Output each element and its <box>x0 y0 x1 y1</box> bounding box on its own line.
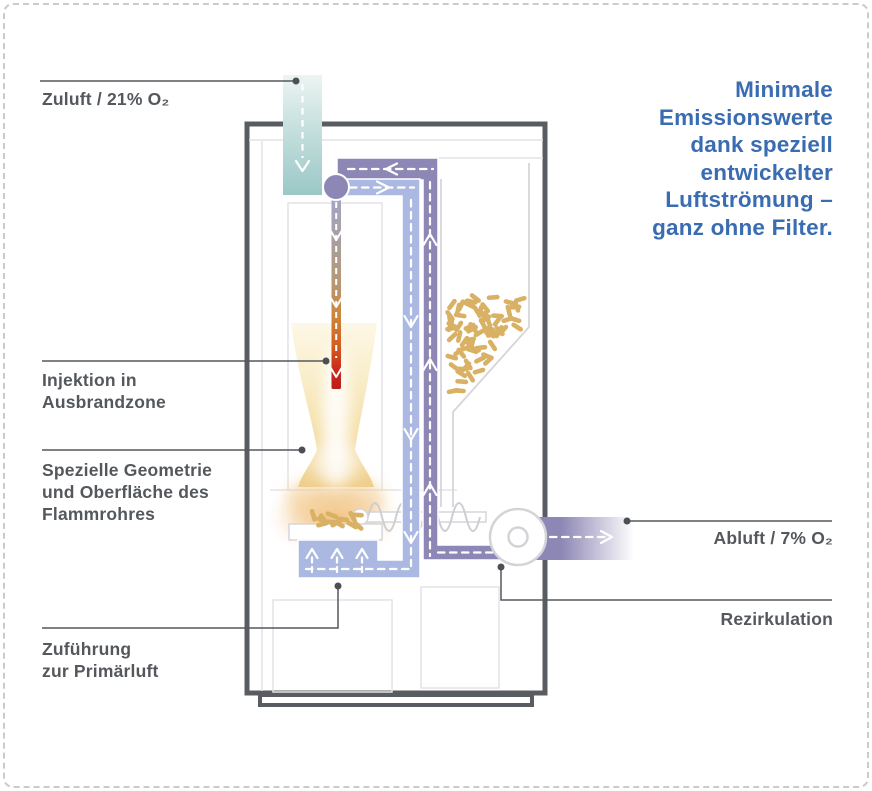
recirculation-flow-arrows <box>346 162 614 558</box>
primaerluft-label: Zuführung zur Primärluft <box>42 639 159 681</box>
mixed-air-flow-arrows <box>304 180 419 574</box>
injection-tube <box>329 193 343 389</box>
abluft-arrow-icon <box>599 529 614 545</box>
burn-plate <box>288 523 383 541</box>
rezirkulation-label: Rezirkulation <box>720 609 833 629</box>
air-mixing-junction <box>322 173 350 201</box>
injektion-label: Injektion in Ausbrandzone <box>42 370 166 412</box>
boiler-housing <box>244 121 548 696</box>
flame-tube-cone <box>291 323 377 487</box>
rezirkulation-leader-line <box>500 570 832 601</box>
burn-plate-pellets <box>309 508 364 531</box>
geometrie-label: Spezielle Geometrie und Oberfläche des F… <box>42 460 213 524</box>
headline: Minimale Emissionswerte dank speziell en… <box>652 77 833 240</box>
fresh-air-intake-duct <box>283 75 322 195</box>
pellet-hopper <box>440 163 530 507</box>
zuluft-label: Zuluft / 21% O₂ <box>42 89 170 109</box>
leader-lines <box>40 80 832 629</box>
hopper-pellets <box>445 293 527 395</box>
leader-dots <box>292 77 631 590</box>
exhaust-outlet-band <box>530 517 634 560</box>
primaerluft-leader-line <box>42 588 339 629</box>
boiler-pedestal <box>258 693 534 707</box>
exhaust-fan <box>488 507 548 567</box>
intake-arrow-icon <box>294 159 311 173</box>
abluft-label: Abluft / 7% O₂ <box>713 528 833 548</box>
